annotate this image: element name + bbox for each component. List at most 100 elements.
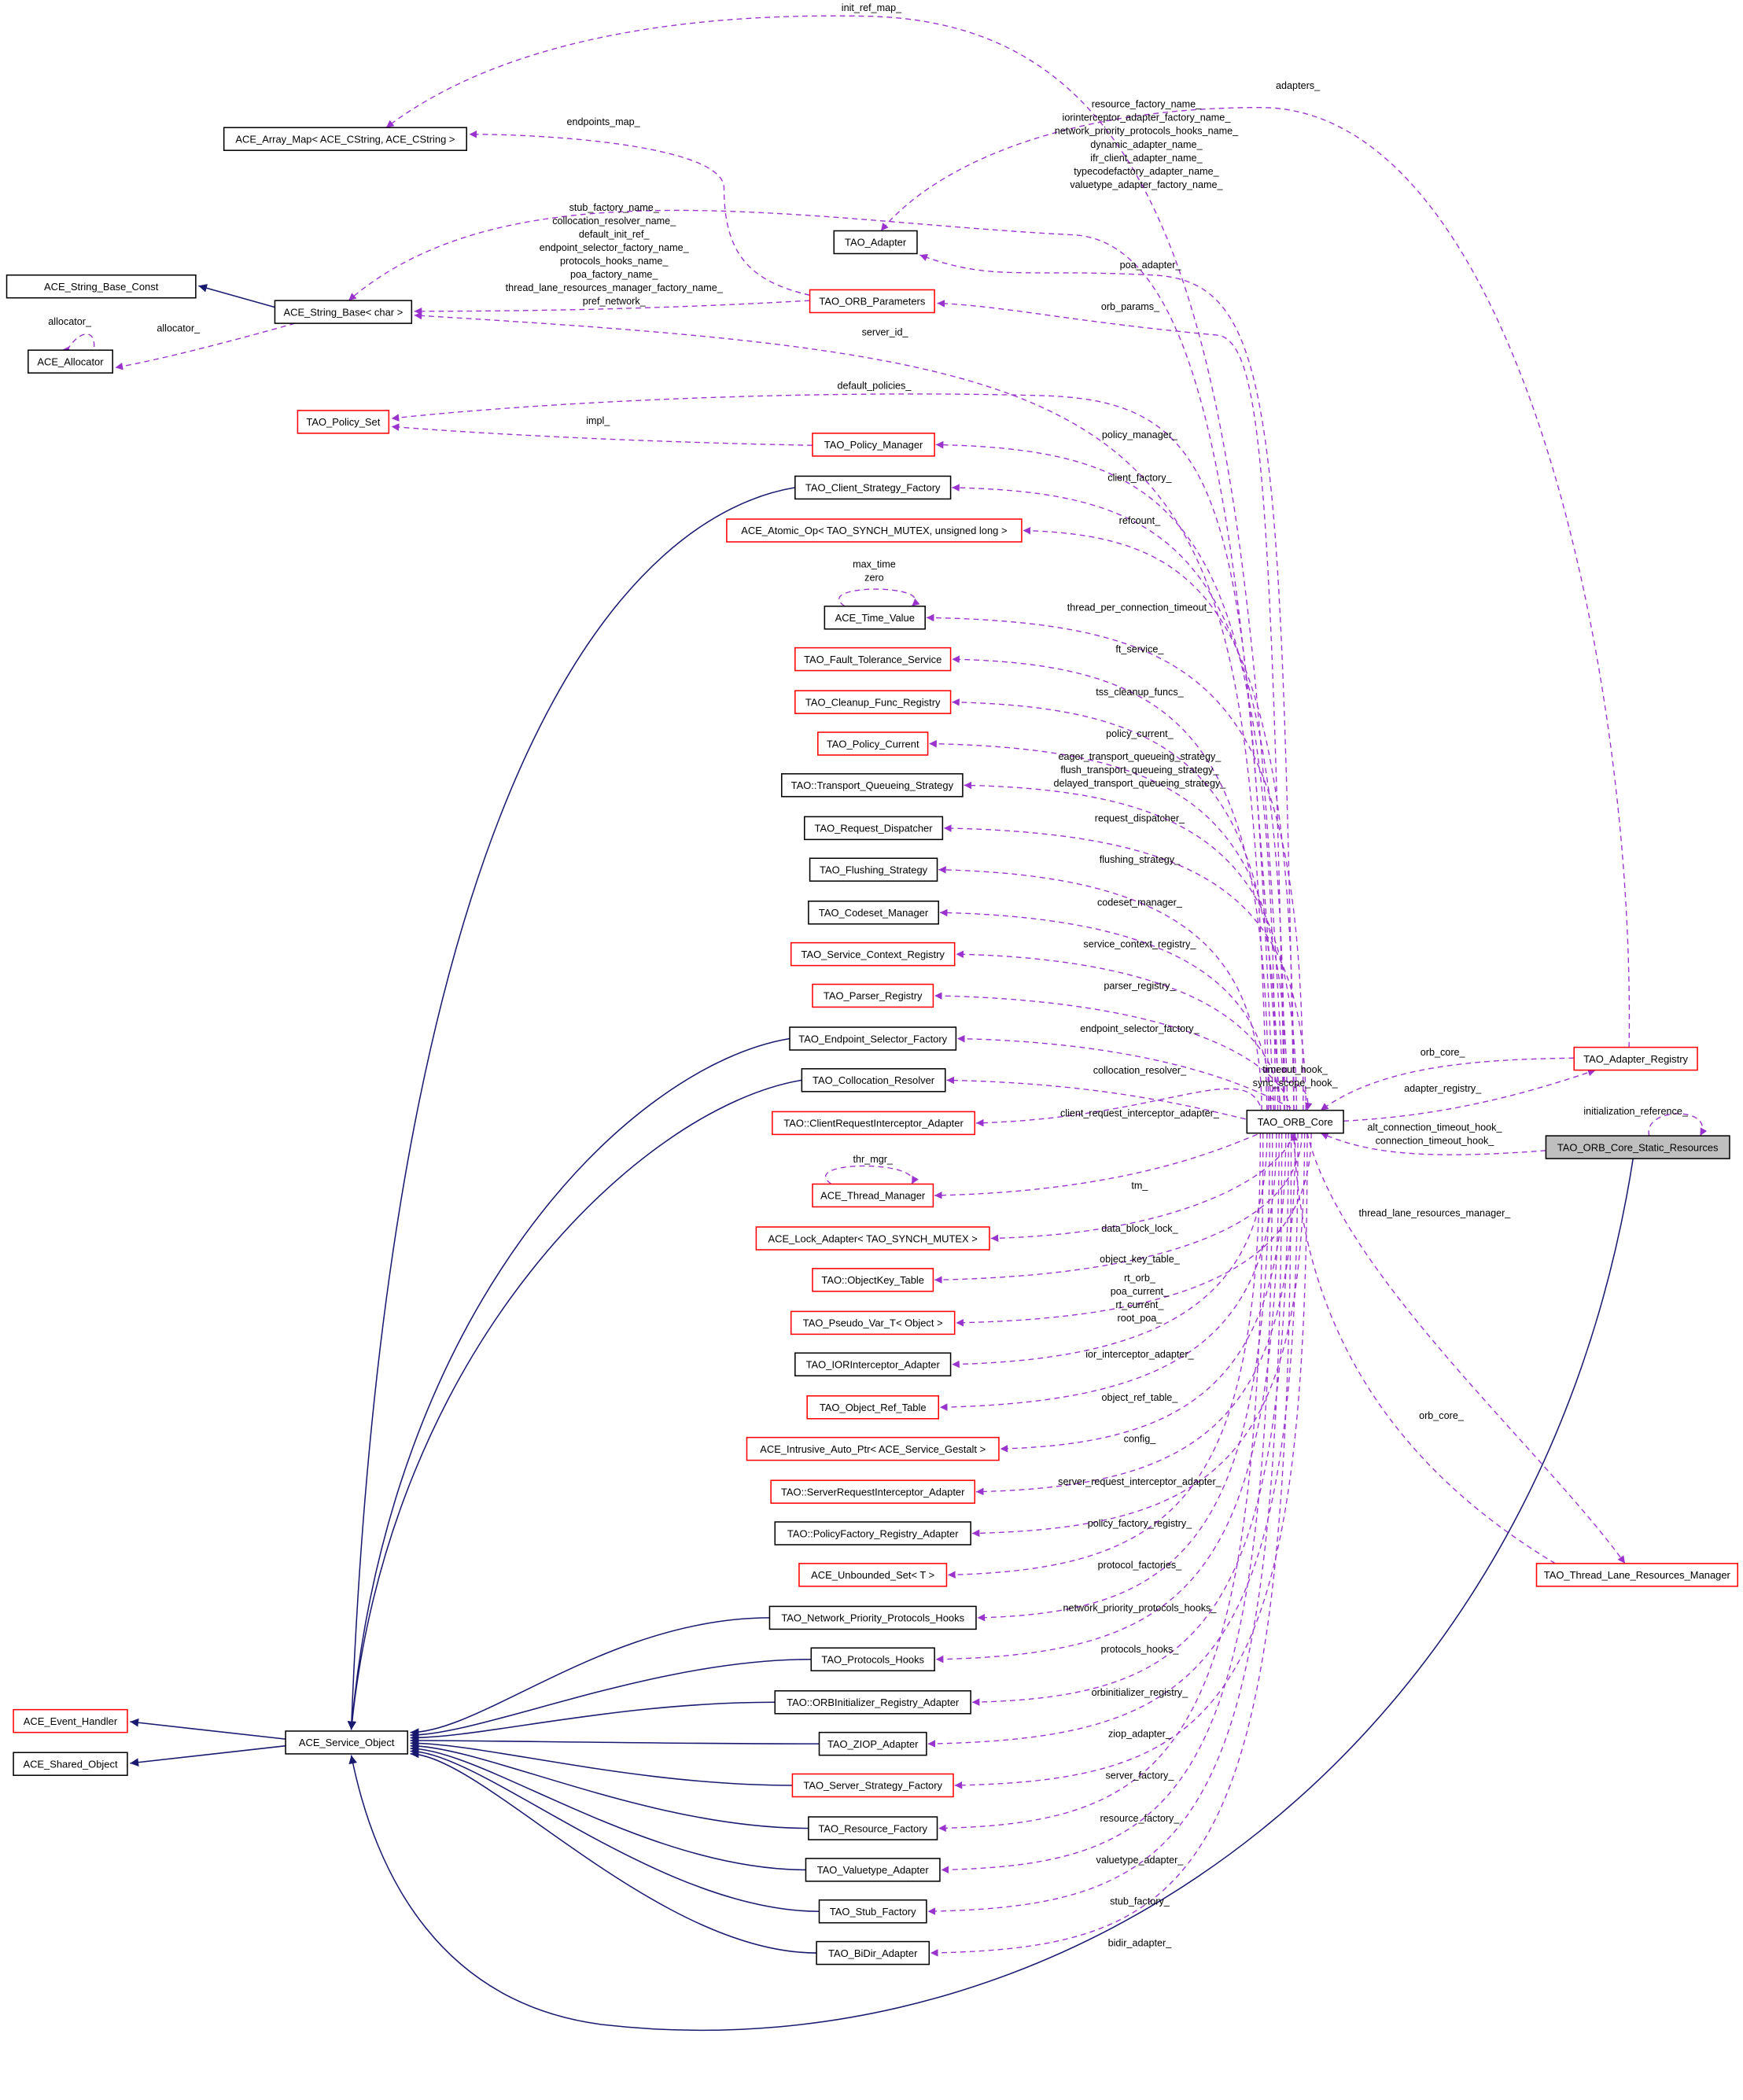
class-node-static-res[interactable]: TAO_ORB_Core_Static_Resources [1545, 1135, 1730, 1159]
class-node-unbounded[interactable]: ACE_Unbounded_Set< T > [798, 1563, 948, 1587]
inheritance-edge [410, 1658, 812, 1740]
class-node-client-sf[interactable]: TAO_Client_Strategy_Factory [794, 475, 952, 500]
class-node-policy-cur[interactable]: TAO_Policy_Current [817, 731, 929, 756]
class-node-array-map[interactable]: ACE_Array_Map< ACE_CString, ACE_CString … [223, 127, 467, 151]
usage-edge [1343, 1069, 1596, 1122]
inheritance-edge [410, 1747, 820, 1912]
class-node-svc-ctx[interactable]: TAO_Service_Context_Registry [790, 941, 956, 967]
class-node-atomic-op[interactable]: ACE_Atomic_Op< TAO_SYNCH_MUTEX, unsigned… [726, 518, 1023, 543]
class-node-shared-obj[interactable]: ACE_Shared_Object [13, 1752, 128, 1776]
usage-edge [880, 106, 1631, 1048]
node-label: TAO_ORB_Core [1258, 1116, 1333, 1128]
inheritance-edge [347, 487, 795, 1730]
usage-edge [977, 1133, 1270, 1622]
class-node-thread-mgr[interactable]: ACE_Thread_Manager [812, 1183, 934, 1208]
class-node-objkey[interactable]: TAO::ObjectKey_Table [812, 1268, 934, 1292]
class-node-flushing[interactable]: TAO_Flushing_Strategy [809, 857, 938, 882]
node-box [809, 289, 935, 314]
node-label: ACE_Atomic_Op< TAO_SYNCH_MUTEX, unsigned… [741, 525, 1007, 536]
class-node-ior-int[interactable]: TAO_IORInterceptor_Adapter [794, 1352, 952, 1376]
node-box [812, 433, 935, 457]
usage-edge [964, 781, 1298, 1111]
usage-edge [948, 1133, 1262, 1579]
edge-label: client_request_interceptor_adapter_ [1060, 1107, 1220, 1118]
class-node-stub-factory[interactable]: TAO_Stub_Factory [818, 1899, 927, 1924]
node-box [812, 983, 934, 1008]
class-node-bidir[interactable]: TAO_BiDir_Adapter [816, 1940, 930, 1966]
usage-edge [385, 15, 1285, 1111]
class-node-pseudo-var[interactable]: TAO_Pseudo_Var_T< Object > [790, 1310, 956, 1336]
edge-label: orb_core_ [1419, 1410, 1465, 1421]
class-node-pf-registry[interactable]: TAO::PolicyFactory_Registry_Adapter [774, 1521, 971, 1546]
class-node-proto-hooks[interactable]: TAO_Protocols_Hooks [810, 1647, 935, 1672]
edge-label: default_policies_ [837, 381, 912, 392]
node-box [794, 475, 952, 500]
node-box [770, 1479, 976, 1504]
node-label: TAO_Policy_Set [306, 416, 380, 428]
class-node-cleanup[interactable]: TAO_Cleanup_Func_Registry [794, 690, 952, 714]
class-node-policy-mgr[interactable]: TAO_Policy_Manager [812, 433, 935, 457]
class-node-ziop[interactable]: TAO_ZIOP_Adapter [818, 1731, 927, 1756]
class-node-npph[interactable]: TAO_Network_Priority_Protocols_Hooks [768, 1605, 977, 1630]
class-node-event-handler[interactable]: ACE_Event_Handler [13, 1708, 128, 1733]
class-node-colloc[interactable]: TAO_Collocation_Resolver [801, 1068, 946, 1092]
class-node-server-sf[interactable]: TAO_Server_Strategy_Factory [791, 1773, 954, 1798]
edge-label: resource_factory_ [1100, 1813, 1180, 1824]
node-box [817, 731, 929, 756]
node-label: ACE_Allocator [37, 356, 104, 367]
node-label: TAO_BiDir_Adapter [828, 1947, 918, 1959]
class-node-objref[interactable]: TAO_Object_Ref_Table [806, 1395, 939, 1420]
node-box [824, 606, 926, 630]
usage-edge [937, 300, 1285, 1111]
edge-label: config_ [1124, 1434, 1157, 1445]
node-box [790, 1310, 956, 1336]
class-node-orbinit[interactable]: TAO::ORBInitializer_Registry_Adapter [774, 1690, 971, 1715]
class-node-tqs[interactable]: TAO::Transport_Queueing_Strategy [781, 773, 964, 798]
class-node-endpoint-sf[interactable]: TAO_Endpoint_Selector_Factory [789, 1026, 957, 1051]
class-node-lock-adapter[interactable]: ACE_Lock_Adapter< TAO_SYNCH_MUTEX > [755, 1226, 990, 1251]
usage-edge [926, 613, 1304, 1111]
class-node-time-value[interactable]: ACE_Time_Value [824, 606, 926, 630]
class-node-valuetype[interactable]: TAO_Valuetype_Adapter [805, 1858, 941, 1882]
usage-edge [929, 739, 1288, 1111]
class-node-adapter[interactable]: TAO_Adapter [833, 230, 918, 255]
edge-label: rt_current_ [1115, 1299, 1164, 1310]
node-label: ACE_Intrusive_Auto_Ptr< ACE_Service_Gest… [760, 1443, 986, 1455]
edges-layer [61, 15, 1708, 2032]
node-box [801, 1068, 946, 1092]
class-node-cri-adapter[interactable]: TAO::ClientRequestInterceptor_Adapter [772, 1111, 976, 1136]
class-node-policy-set[interactable]: TAO_Policy_Set [297, 410, 390, 434]
class-node-allocator[interactable]: ACE_Allocator [28, 349, 113, 374]
node-box [808, 901, 939, 925]
edge-label: flushing_strategy_ [1100, 854, 1181, 865]
class-node-intrusive[interactable]: ACE_Intrusive_Auto_Ptr< ACE_Service_Gest… [746, 1436, 1000, 1461]
class-node-sri-adapter[interactable]: TAO::ServerRequestInterceptor_Adapter [770, 1479, 976, 1504]
node-box [746, 1436, 1000, 1461]
class-node-tlrm[interactable]: TAO_Thread_Lane_Resources_Manager [1535, 1563, 1738, 1587]
class-node-codeset[interactable]: TAO_Codeset_Manager [808, 901, 939, 925]
node-box [774, 1690, 971, 1715]
usage-edge [934, 1133, 1303, 1284]
class-node-adapter-reg[interactable]: TAO_Adapter_Registry [1573, 1046, 1698, 1071]
node-box [285, 1730, 408, 1755]
usage-edge [1648, 1113, 1708, 1137]
node-box [755, 1226, 990, 1251]
node-label: TAO::ServerRequestInterceptor_Adapter [781, 1486, 965, 1498]
edge-label: server_factory_ [1105, 1770, 1174, 1781]
class-node-res-factory[interactable]: TAO_Resource_Factory [808, 1816, 938, 1840]
class-node-sb-const[interactable]: ACE_String_Base_Const [6, 274, 197, 299]
edge-label: ziop_adapter_ [1108, 1729, 1172, 1740]
edge-label: orbinitializer_registry_ [1092, 1687, 1189, 1698]
class-node-svc-obj[interactable]: ACE_Service_Object [285, 1730, 408, 1755]
usage-edge [971, 1133, 1306, 1538]
class-node-req-disp[interactable]: TAO_Request_Dispatcher [804, 816, 944, 841]
class-node-orb-core[interactable]: TAO_ORB_Core [1246, 1109, 1344, 1134]
edge-label: initialization_reference_ [1583, 1106, 1688, 1117]
class-node-parser[interactable]: TAO_Parser_Registry [812, 983, 934, 1008]
class-node-orb-params[interactable]: TAO_ORB_Parameters [809, 289, 935, 314]
node-box [768, 1605, 977, 1630]
usage-edge [1000, 1133, 1287, 1453]
node-box [274, 300, 413, 324]
class-node-sb-char[interactable]: ACE_String_Base< char > [274, 300, 413, 324]
class-node-ft-service[interactable]: TAO_Fault_Tolerance_Service [794, 647, 952, 672]
